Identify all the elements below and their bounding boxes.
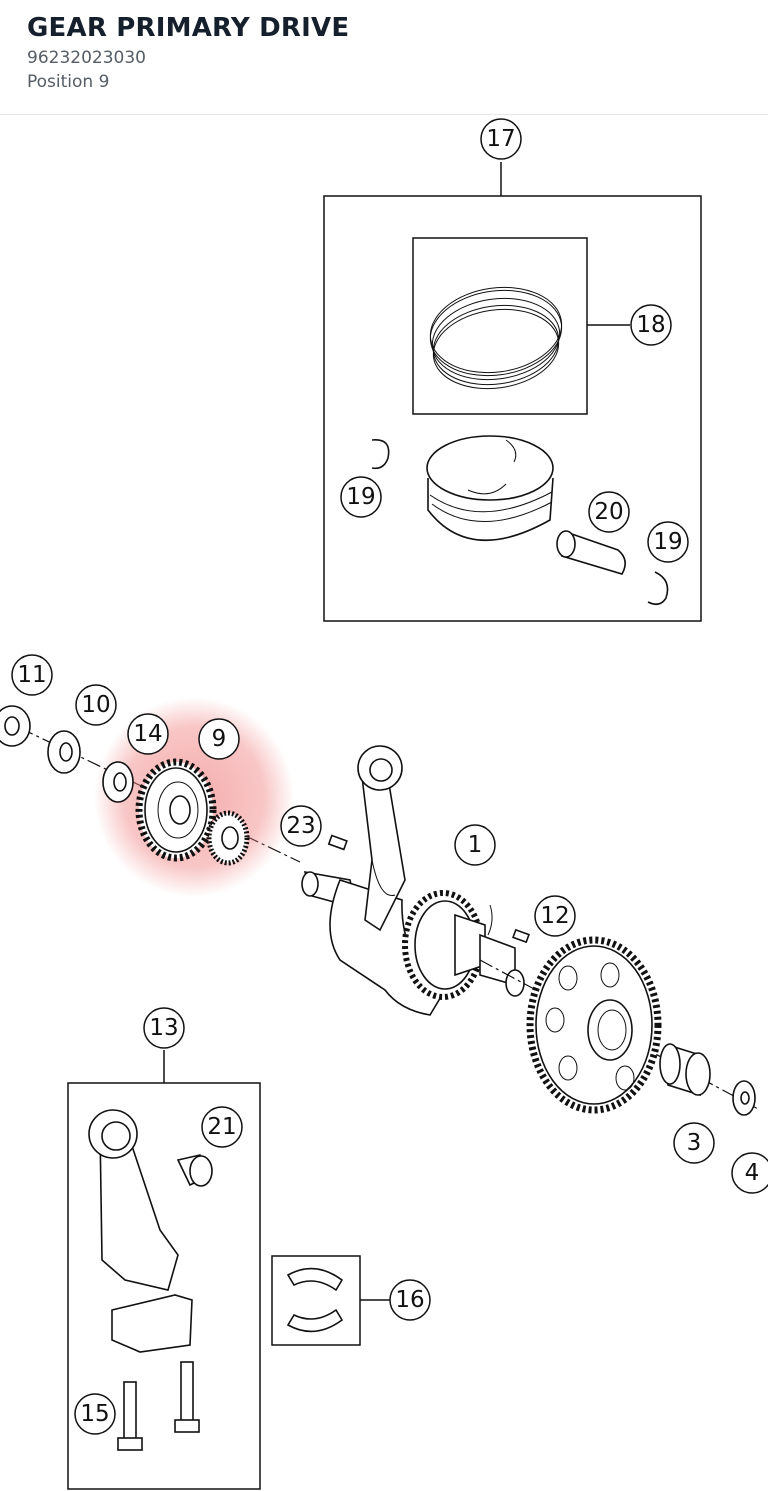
callout-10[interactable]: 10 [75,684,117,726]
svg-text:17: 17 [486,126,515,152]
piston [426,435,554,542]
callout-3[interactable]: 3 [673,1122,715,1164]
washer-10 [47,730,81,774]
callout-1[interactable]: 1 [454,824,496,866]
washer-4 [732,1080,756,1116]
woodruff-key [512,928,530,944]
svg-text:21: 21 [207,1114,236,1140]
small-end-bushing [176,1154,213,1187]
svg-text:4: 4 [745,1160,760,1186]
callout-20[interactable]: 20 [588,491,630,533]
page-title: GEAR PRIMARY DRIVE [27,13,350,43]
connecting-rod-kit-group [67,1050,261,1490]
svg-text:9: 9 [212,726,227,752]
part-number: 96232023030 [27,48,146,68]
callout-4[interactable]: 4 [731,1152,768,1194]
circlip [371,439,390,470]
svg-text:20: 20 [594,499,623,525]
rod-cap [111,1294,193,1353]
callout-23[interactable]: 23 [280,805,322,847]
circlip [647,571,669,606]
callout-16[interactable]: 16 [389,1279,431,1321]
svg-text:23: 23 [286,813,315,839]
needle-bearing [659,1043,711,1097]
svg-text:15: 15 [80,1401,109,1427]
callout-21[interactable]: 21 [201,1106,243,1148]
callout-19-left[interactable]: 19 [340,476,382,518]
bearing-shells-group [271,1255,390,1346]
callout-12[interactable]: 12 [534,895,576,937]
woodruff-key [327,834,348,851]
svg-text:14: 14 [133,721,162,747]
piston-rings [429,286,563,390]
callout-13[interactable]: 13 [143,1007,185,1049]
svg-text:19: 19 [346,484,375,510]
callout-11[interactable]: 11 [11,654,53,696]
callout-18[interactable]: 18 [630,304,672,346]
callout-19-right[interactable]: 19 [647,521,689,563]
svg-text:1: 1 [468,832,483,858]
exploded-parts-diagram: 17 18 19 20 19 11 10 14 9 23 1 12 13 3 4… [0,118,768,1490]
svg-text:12: 12 [540,903,569,929]
part-header: GEAR PRIMARY DRIVE 96232023030 Position … [0,0,768,115]
callout-17[interactable]: 17 [480,118,522,160]
callout-15[interactable]: 15 [74,1393,116,1435]
callout-9[interactable]: 9 [198,718,240,760]
spacer-14 [102,761,134,803]
callout-14[interactable]: 14 [127,713,169,755]
starter-gear [526,936,662,1114]
svg-text:11: 11 [17,662,46,688]
primary-drive-gear [135,758,250,866]
svg-text:10: 10 [81,692,110,718]
svg-text:18: 18 [636,312,665,338]
rod-bolts [117,1361,200,1451]
piston-pin [556,530,626,575]
svg-text:3: 3 [687,1130,702,1156]
position-label: Position 9 [27,72,110,92]
piston-kit-group [323,162,702,622]
svg-text:13: 13 [149,1015,178,1041]
svg-text:19: 19 [653,529,682,555]
crankshaft-assembly [301,745,525,1016]
svg-text:16: 16 [395,1287,424,1313]
washer-11 [0,705,31,747]
